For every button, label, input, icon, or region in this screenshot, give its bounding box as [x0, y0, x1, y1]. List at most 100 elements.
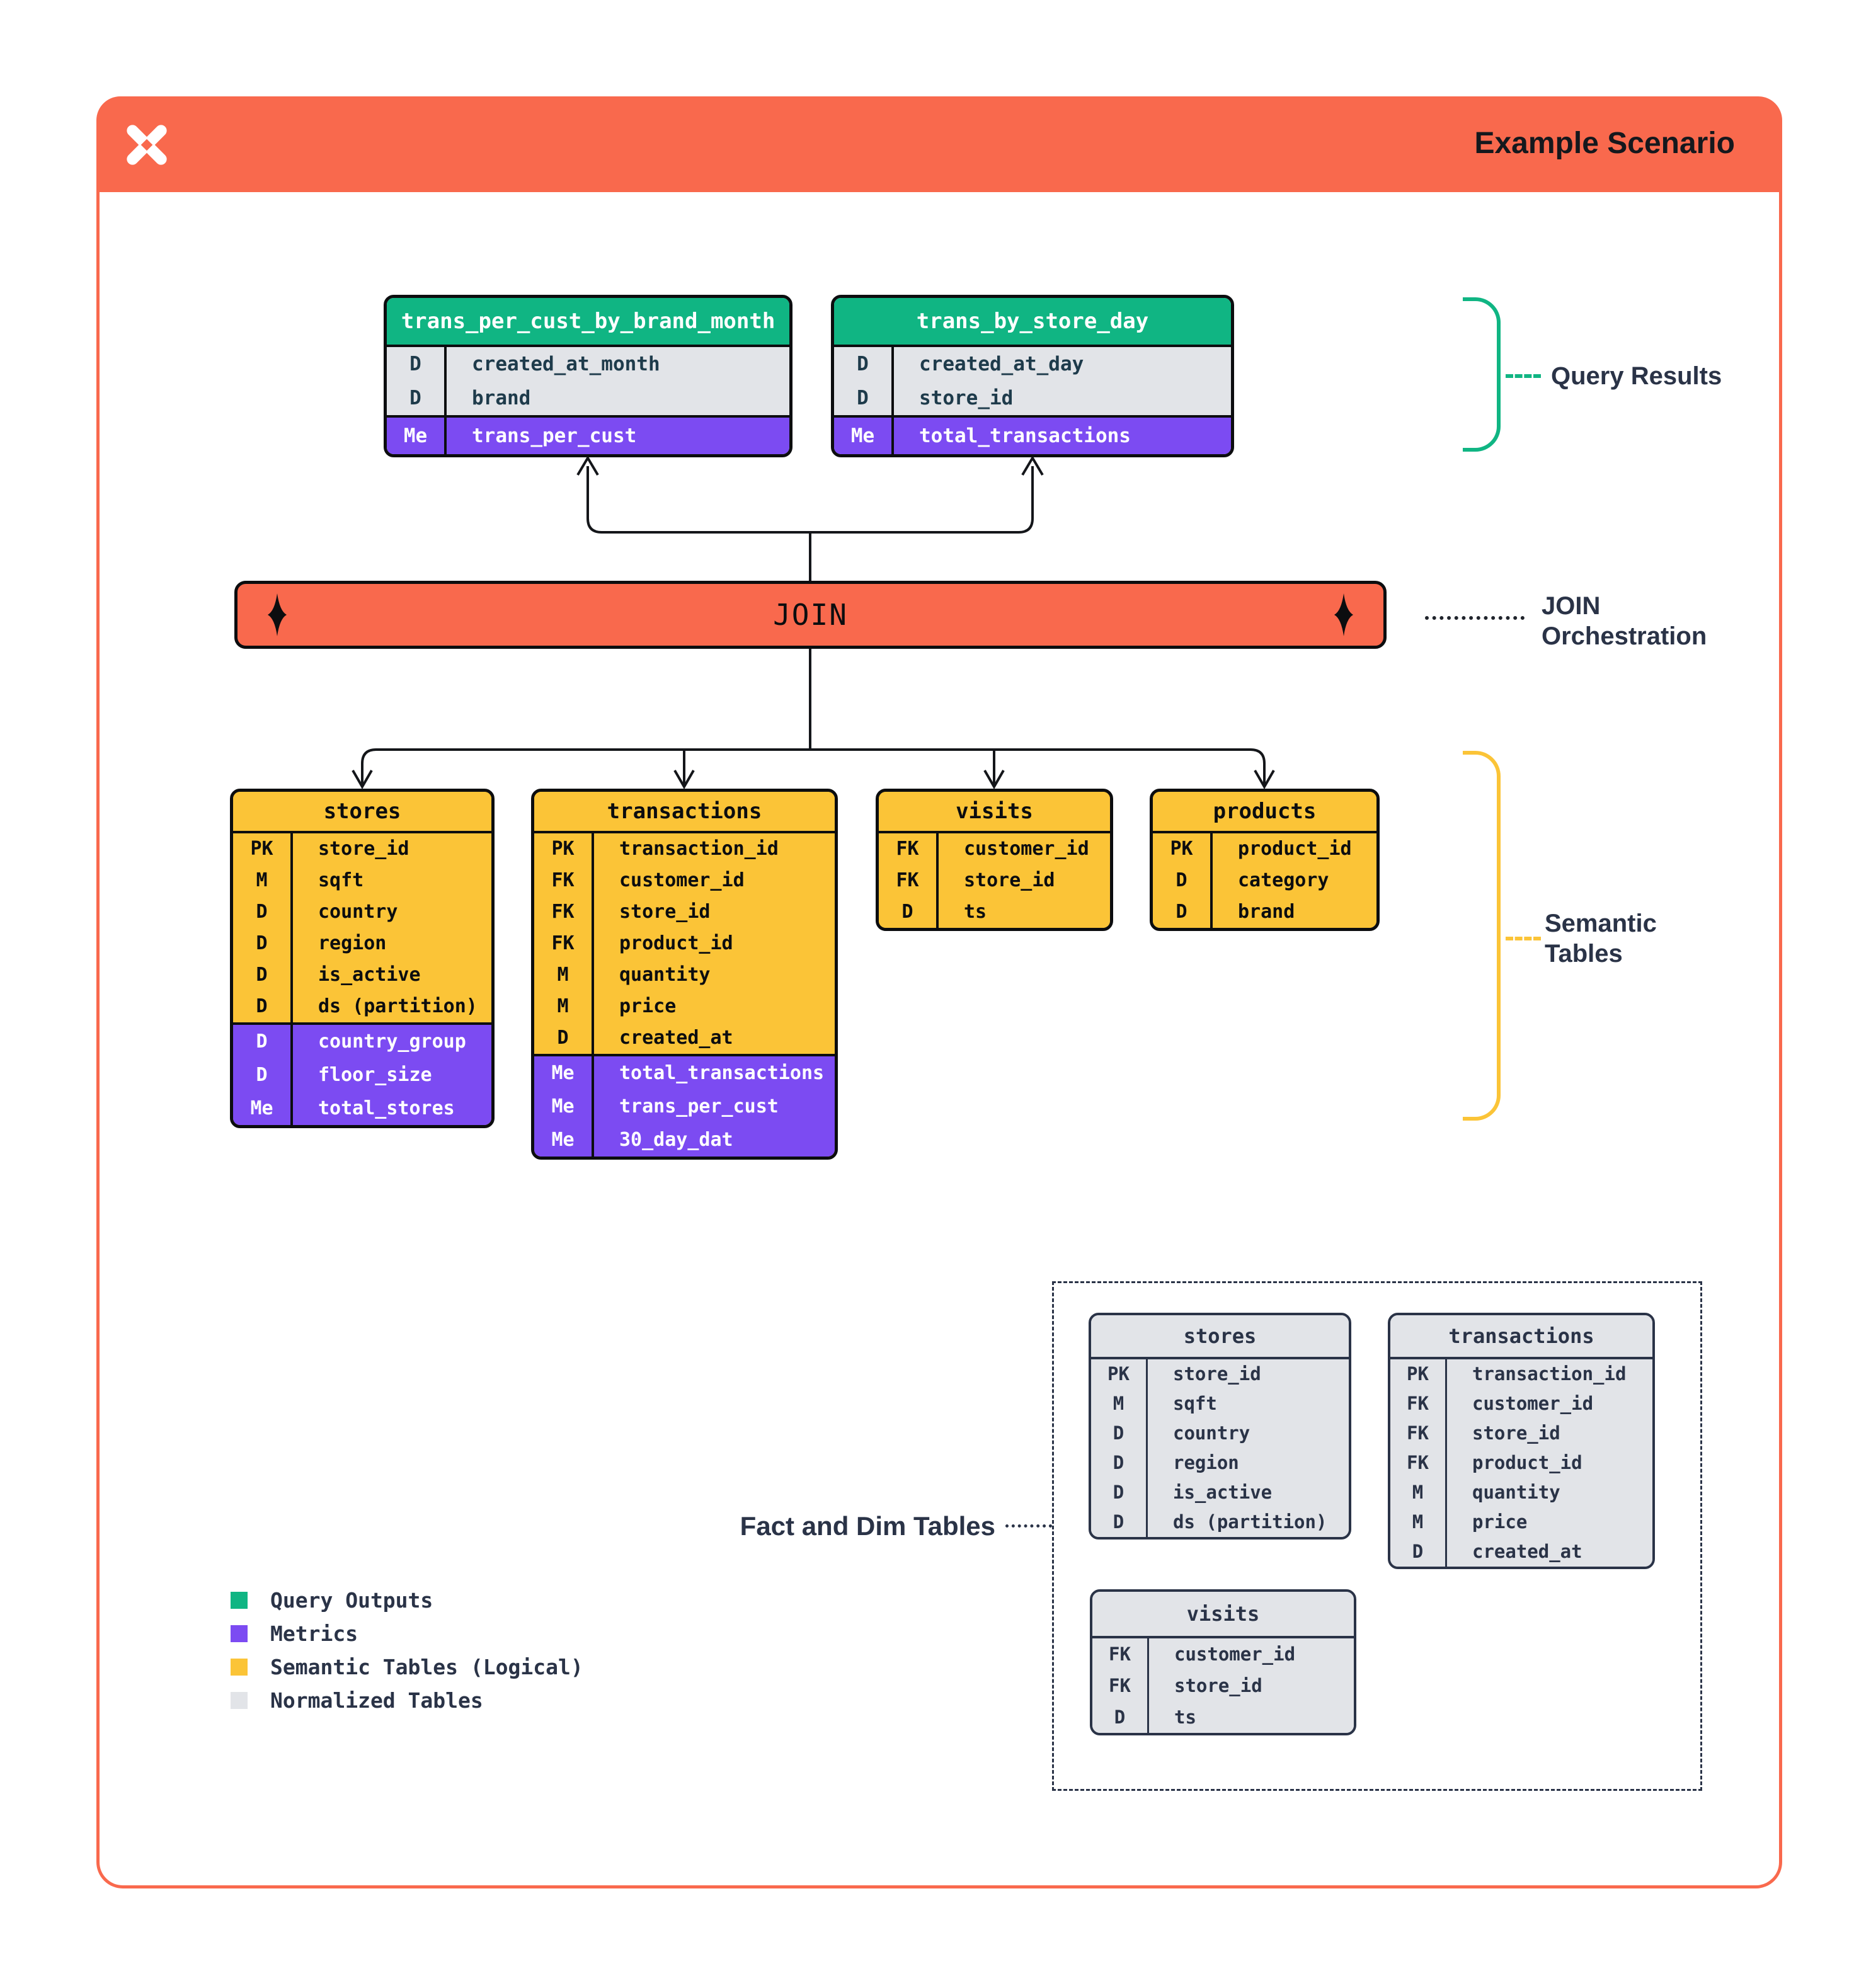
fact-and-dim-connector — [1005, 1524, 1052, 1528]
query-results-connector — [1506, 374, 1541, 378]
column-name: created_at_month — [472, 353, 660, 375]
column-name: 30_day_dat — [619, 1129, 733, 1151]
column-key: PK — [534, 833, 594, 865]
column-key: PK — [1390, 1359, 1447, 1389]
column-key: D — [387, 381, 447, 415]
column-name: total_stores — [318, 1097, 455, 1119]
column-name: category — [1238, 869, 1329, 891]
column-name: price — [619, 995, 677, 1017]
column-name: store_id — [919, 387, 1014, 409]
column-name: quantity — [1472, 1482, 1560, 1503]
column-key: D — [1390, 1537, 1447, 1567]
column-name: sqft — [318, 869, 364, 891]
legend-swatch-icon — [231, 1592, 248, 1609]
column-name: region — [318, 932, 387, 954]
column-name: country — [1173, 1422, 1250, 1444]
column-name: country — [318, 901, 398, 923]
table-title: trans_by_store_day — [834, 298, 1231, 345]
fact-and-dim-label: Fact and Dim Tables — [740, 1511, 995, 1541]
column-key: D — [233, 928, 293, 959]
column-key: Me — [534, 1090, 594, 1123]
column-key: D — [233, 896, 293, 928]
column-key: Me — [534, 1123, 594, 1157]
table-row: Me 30_day_dat — [534, 1123, 835, 1157]
page-title: Example Scenario — [1474, 127, 1735, 160]
table-row: Me trans_per_cust — [534, 1090, 835, 1123]
column-key: D — [534, 1022, 594, 1054]
column-key: Me — [534, 1056, 594, 1090]
column-name: store_id — [318, 838, 409, 860]
column-name: store_id — [619, 901, 711, 923]
column-name: trans_per_cust — [619, 1095, 779, 1117]
table-row: PK product_id — [1153, 833, 1376, 865]
column-name: price — [1472, 1511, 1528, 1533]
column-key: D — [1091, 1448, 1148, 1478]
column-key: PK — [1153, 833, 1213, 865]
column-name: customer_id — [619, 869, 745, 891]
column-key: M — [1390, 1478, 1447, 1507]
legend-label: Metrics — [270, 1621, 358, 1646]
column-name: store_id — [1174, 1675, 1262, 1696]
column-key: M — [1091, 1389, 1148, 1419]
table-row: Me total_stores — [233, 1092, 491, 1125]
column-name: created_at_day — [919, 353, 1084, 375]
column-name: store_id — [1472, 1422, 1560, 1444]
metric-rows: Me trans_per_cust — [387, 415, 789, 454]
table-title: stores — [1091, 1315, 1349, 1357]
column-name: store_id — [1173, 1363, 1261, 1385]
column-key: PK — [233, 833, 293, 865]
column-name: ds (partition) — [318, 995, 478, 1017]
column-name: floor_size — [318, 1064, 432, 1086]
table-title: stores — [233, 792, 491, 831]
legend-item: Metrics — [231, 1617, 583, 1650]
legend-item: Semantic Tables (Logical) — [231, 1650, 583, 1684]
column-name: total_transactions — [619, 1062, 825, 1084]
table-row: FK customer_id — [1092, 1638, 1354, 1670]
column-name: is_active — [318, 964, 421, 986]
column-key: Me — [233, 1092, 293, 1125]
column-name: customer_id — [964, 838, 1089, 860]
column-key: M — [534, 991, 594, 1022]
normalized-tables-group-box — [1052, 1281, 1702, 1791]
column-key: FK — [1092, 1670, 1149, 1701]
column-key: FK — [1092, 1638, 1149, 1670]
table-title: transactions — [534, 792, 835, 831]
join-orchestration-connector — [1425, 616, 1525, 620]
column-key: D — [233, 1058, 293, 1092]
column-name: quantity — [619, 964, 711, 986]
column-name: trans_per_cust — [472, 425, 637, 447]
column-key: M — [233, 865, 293, 896]
column-name: customer_id — [1174, 1643, 1296, 1665]
column-name: product_id — [619, 932, 733, 954]
column-key: FK — [1390, 1448, 1447, 1478]
column-key: FK — [534, 928, 594, 959]
column-name: transaction_id — [1472, 1363, 1627, 1385]
column-name: brand — [472, 387, 531, 409]
column-key: D — [834, 381, 894, 415]
brand-x-logo-icon — [127, 125, 167, 165]
column-name: product_id — [1238, 838, 1352, 860]
table-row: FK customer_id — [879, 833, 1110, 865]
table-title: visits — [879, 792, 1110, 831]
column-key: Me — [387, 418, 447, 454]
column-key: FK — [879, 833, 939, 865]
join-label: JOIN — [773, 598, 848, 632]
